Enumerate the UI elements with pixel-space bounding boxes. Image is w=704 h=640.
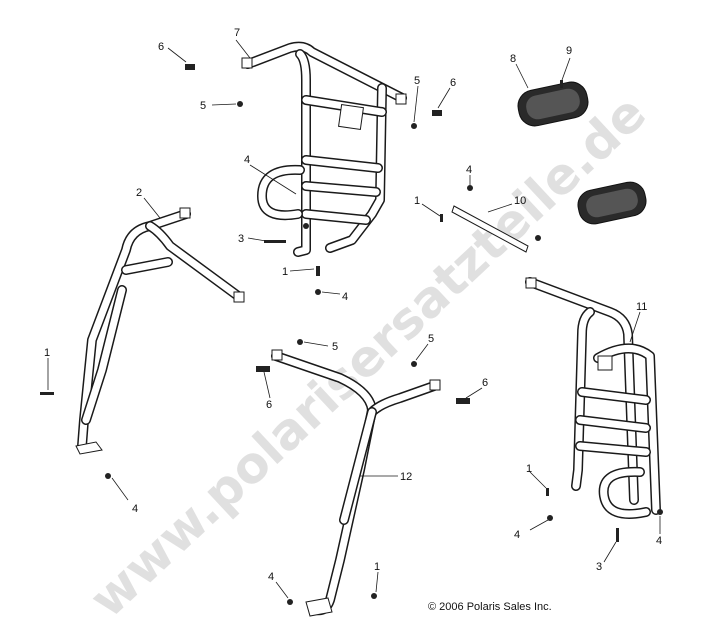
nut-icon bbox=[303, 223, 309, 229]
callout-12: 12 bbox=[400, 471, 412, 483]
nut-icon bbox=[535, 235, 541, 241]
nut-icon bbox=[547, 515, 553, 521]
leader-lines bbox=[47, 39, 661, 599]
bolt-icon bbox=[616, 528, 619, 542]
nut-icon bbox=[237, 101, 243, 107]
callout-4: 4 bbox=[342, 291, 348, 303]
callout-8: 8 bbox=[510, 53, 516, 65]
bolt-icon bbox=[264, 240, 286, 243]
callout-6: 6 bbox=[482, 377, 488, 389]
callout-5: 5 bbox=[428, 333, 434, 345]
nut-icon bbox=[467, 185, 473, 191]
callout-9: 9 bbox=[566, 45, 572, 57]
bolt-icon bbox=[316, 266, 320, 276]
callout-2: 2 bbox=[136, 187, 142, 199]
nut-icon bbox=[287, 599, 293, 605]
callout-1: 1 bbox=[282, 266, 288, 278]
callout-1: 1 bbox=[414, 195, 420, 207]
nut-icon bbox=[297, 339, 303, 345]
nut-icon bbox=[315, 289, 321, 295]
nut-icon bbox=[371, 593, 377, 599]
front-center-frame bbox=[271, 349, 441, 617]
copyright-text: © 2006 Polaris Sales Inc. bbox=[428, 601, 552, 613]
clip-icon bbox=[185, 64, 195, 70]
rear-upper-frame bbox=[241, 41, 407, 257]
callout-3: 3 bbox=[238, 233, 244, 245]
bolt-icon bbox=[546, 488, 549, 496]
callout-1: 1 bbox=[526, 463, 532, 475]
clip-icon bbox=[456, 398, 470, 404]
nut-icon bbox=[411, 123, 417, 129]
bolt-icon bbox=[560, 80, 563, 88]
nut-icon bbox=[411, 361, 417, 367]
callout-1: 1 bbox=[44, 347, 50, 359]
clip-icon bbox=[256, 366, 270, 372]
nut-icon bbox=[657, 509, 663, 515]
callout-5: 5 bbox=[414, 75, 420, 87]
callout-10: 10 bbox=[514, 195, 526, 207]
left-side-frame bbox=[75, 207, 245, 455]
headrest-pad-upper bbox=[517, 81, 589, 127]
headrest-pad-lower bbox=[577, 181, 647, 225]
callout-5: 5 bbox=[200, 100, 206, 112]
callout-11: 11 bbox=[636, 301, 647, 313]
bolt-icon bbox=[40, 392, 54, 395]
callout-7: 7 bbox=[234, 27, 240, 39]
cross-bar bbox=[451, 205, 529, 253]
callout-4: 4 bbox=[466, 164, 472, 176]
callout-5: 5 bbox=[332, 341, 338, 353]
callout-4: 4 bbox=[244, 154, 250, 166]
nut-icon bbox=[105, 473, 111, 479]
bolt-icon bbox=[440, 214, 443, 222]
callout-6: 6 bbox=[266, 399, 272, 411]
callouts: 6 7 5 4 3 1 4 5 6 8 9 4 1 10 2 1 4 5 6 5… bbox=[44, 27, 662, 583]
callout-3: 3 bbox=[596, 561, 602, 573]
callout-4: 4 bbox=[514, 529, 520, 541]
callout-1: 1 bbox=[374, 561, 380, 573]
hardware bbox=[40, 64, 663, 605]
callout-4: 4 bbox=[656, 535, 662, 547]
clip-icon bbox=[432, 110, 442, 116]
callout-6: 6 bbox=[450, 77, 456, 89]
callout-4: 4 bbox=[132, 503, 138, 515]
callout-4: 4 bbox=[268, 571, 274, 583]
right-rear-frame bbox=[525, 277, 661, 519]
callout-6: 6 bbox=[158, 41, 164, 53]
